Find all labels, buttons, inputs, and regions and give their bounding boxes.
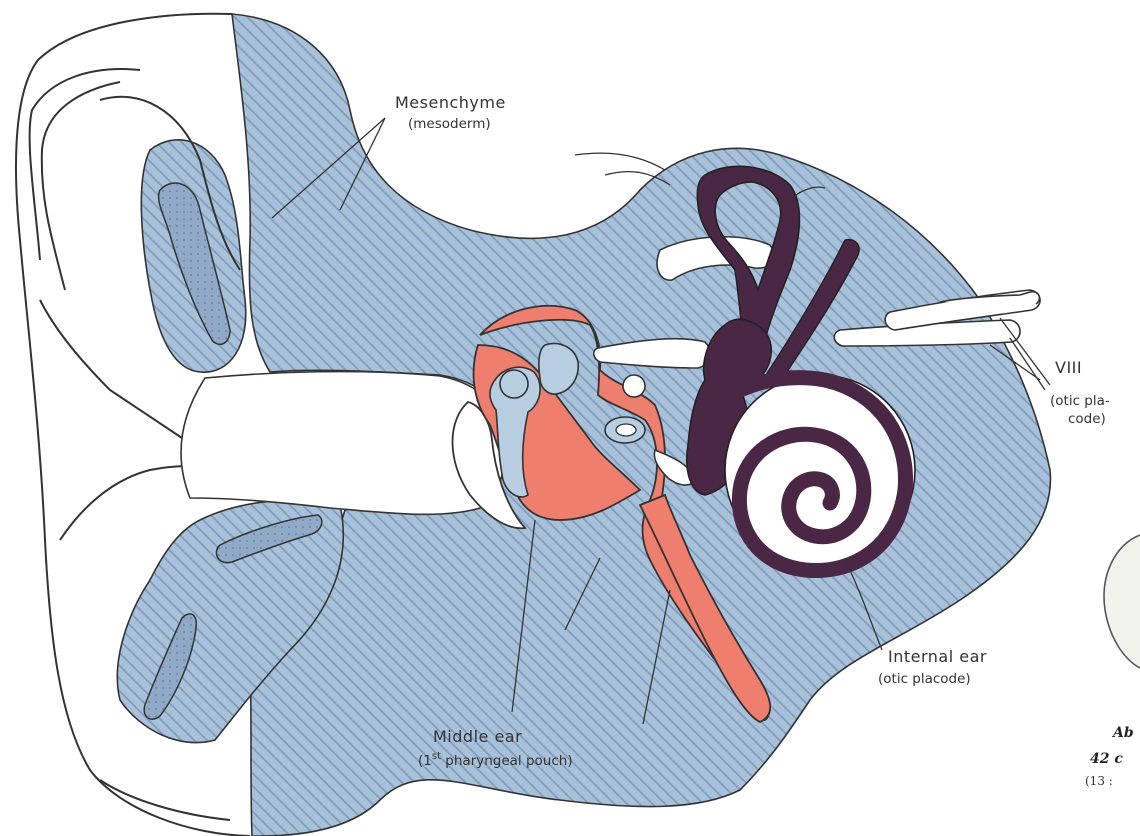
caption-line-1: Ab (1111, 725, 1134, 741)
label-internal-ear: Internal ear (otic placode) (878, 647, 987, 687)
middle-ear-sublabel-pre: (1 (418, 753, 432, 769)
middle-ear-label: Middle ear (433, 727, 522, 746)
middle-ear-sublabel: (1st pharyngeal pouch) (418, 751, 573, 769)
viii-label: VIII (1055, 358, 1082, 377)
internal-ear-label: Internal ear (888, 647, 987, 666)
label-viii: VIII (otic pla- code) (1050, 358, 1110, 427)
viii-sublabel-1: (otic pla- (1050, 393, 1110, 409)
middle-ear-sublabel-post: pharyngeal pouch) (441, 753, 573, 769)
caption-line-3: (13 : (1085, 774, 1113, 788)
label-mesenchyme: Mesenchyme (mesoderm) (395, 93, 506, 132)
mesenchyme-sublabel: (mesoderm) (408, 116, 491, 132)
middle-ear-sublabel-sup: st (432, 751, 441, 762)
viii-sublabel-2: code) (1068, 411, 1106, 427)
mesenchyme-label: Mesenchyme (395, 93, 506, 112)
caption-line-2: 42 c (1090, 751, 1123, 767)
internal-ear-sublabel: (otic placode) (878, 671, 971, 687)
caption-fragment: Ab 42 c (13 : (1085, 725, 1134, 788)
adjacent-figure-fragment (1104, 535, 1140, 668)
